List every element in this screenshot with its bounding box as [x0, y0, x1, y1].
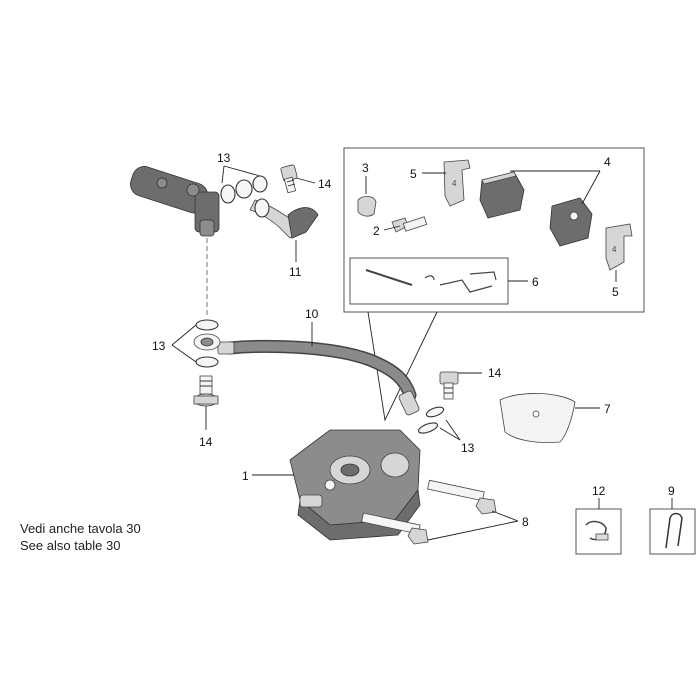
- washer-13-right-a: [425, 406, 445, 418]
- banjo-fitting-11: [249, 198, 319, 239]
- callout-13-left: 13: [152, 339, 166, 353]
- callout-3: 3: [362, 161, 369, 175]
- callout-10: 10: [305, 307, 319, 321]
- bleed-cap-3: [357, 196, 377, 217]
- callout-6: 6: [532, 275, 539, 289]
- washer-13-left-b: [195, 356, 219, 368]
- svg-text:4: 4: [452, 179, 457, 188]
- callout-1: 1: [242, 469, 249, 483]
- callout-12: 12: [592, 484, 606, 498]
- callout-8: 8: [522, 515, 529, 529]
- washer-13-top-c: [252, 175, 268, 193]
- caliper-bolt-8-lower: [361, 512, 429, 545]
- hose-clip-12: [585, 520, 609, 541]
- svg-text:4: 4: [612, 245, 617, 254]
- brake-hose-10: [217, 339, 420, 416]
- callout-13-right: 13: [461, 441, 475, 455]
- callout-4: 4: [604, 155, 611, 169]
- clip-box-9: [649, 508, 696, 555]
- clip-box-12: [575, 508, 622, 555]
- callout-5-upper: 5: [410, 167, 417, 181]
- washer-13-left-a: [195, 319, 219, 331]
- callout-14-left: 14: [199, 435, 213, 449]
- callout-14-top: 14: [318, 177, 332, 191]
- master-cylinder: [130, 166, 220, 237]
- washer-13-top-a: [220, 184, 236, 204]
- washer-13-top-b: [235, 179, 253, 199]
- washer-13-right-b: [417, 422, 439, 434]
- callout-5-lower: 5: [612, 285, 619, 299]
- note-italian: Vedi anche tavola 30: [20, 521, 141, 536]
- pads-detail-box: [343, 147, 645, 422]
- leader-lines: [171, 165, 673, 541]
- callout-9: 9: [668, 484, 675, 498]
- pin-kit-box-6: [349, 257, 509, 305]
- brake-pad-4-lower: [549, 197, 593, 247]
- callout-7: 7: [604, 402, 611, 416]
- caliper-bolt-8-upper: [427, 479, 497, 515]
- callout-14-right: 14: [488, 366, 502, 380]
- banjo-bolt-14-left: [193, 375, 219, 407]
- callout-11: 11: [289, 265, 302, 279]
- banjo-bolt-14-top: [280, 164, 298, 194]
- callout-2: 2: [373, 224, 380, 238]
- spring-clip-9: [665, 512, 683, 549]
- bleed-screw-2: [391, 216, 428, 233]
- pin-kit-6: [365, 269, 497, 293]
- brake-pad-4-upper: [479, 171, 525, 219]
- pad-spring-5-upper: 4: [443, 159, 471, 207]
- note-english: See also table 30: [20, 538, 121, 553]
- pad-spring-5-lower: 4: [605, 223, 633, 271]
- see-also-note: Vedi anche tavola 30 See also table 30: [20, 520, 141, 554]
- hose-banjo-left: [193, 333, 221, 351]
- callout-labels: 13 14 11 10 13 14 14 13 1 8 7 6 3 2 5 4 …: [152, 151, 675, 529]
- banjo-bolt-14-right: [439, 371, 459, 400]
- callout-13-top: 13: [217, 151, 231, 165]
- caliper-cover-7: [499, 393, 576, 443]
